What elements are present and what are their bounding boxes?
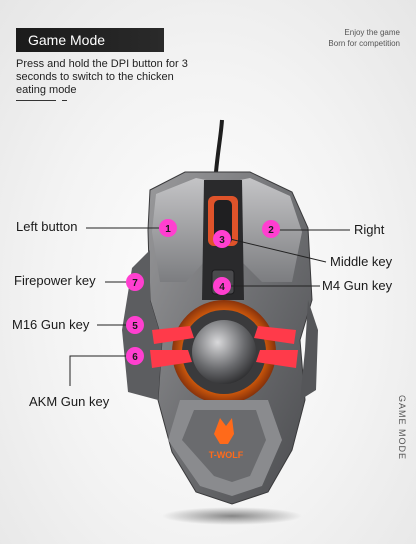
badge-4: 4 (213, 277, 231, 295)
brand-logo-text: T-WOLF (209, 450, 244, 460)
intro-divider-dash (62, 100, 67, 101)
badge-4-number: 4 (219, 282, 225, 293)
mouse-shadow (162, 507, 302, 525)
intro-divider (16, 100, 56, 101)
mouse-right-side-panel (300, 300, 318, 400)
leader-line-6 (69, 355, 127, 386)
badge-1: 1 (159, 219, 177, 237)
label-middle-key: Middle key (330, 254, 393, 269)
label-akm-gun-key: AKM Gun key (29, 394, 110, 409)
badge-6: 6 (126, 347, 144, 365)
leader-line-3 (229, 238, 327, 263)
label-firepower-key: Firepower key (14, 273, 96, 288)
badge-5: 5 (126, 316, 144, 334)
label-right-button: Right (354, 222, 385, 237)
intro-text: Press and hold the DPI button for 3 seco… (16, 58, 188, 96)
badge-7: 7 (126, 273, 144, 291)
badge-3: 3 (213, 230, 231, 248)
badge-5-number: 5 (132, 321, 138, 332)
badge-1-number: 1 (165, 224, 171, 235)
left-button-shell (152, 178, 206, 282)
label-m16-gun-key: M16 Gun key (12, 317, 90, 332)
center-dial (192, 320, 256, 384)
red-accent-right-1 (254, 326, 296, 344)
game-mode-banner: Game Mode (16, 28, 164, 52)
red-accent-left-2 (150, 350, 192, 368)
game-mode-title: Game Mode (28, 32, 106, 48)
red-accent-right-2 (256, 350, 298, 368)
badge-7-number: 7 (132, 278, 138, 289)
tagline-line-2: Born for competition (328, 39, 400, 48)
tagline: Enjoy the game Born for competition (328, 27, 400, 49)
mouse-cable (214, 119, 224, 173)
badge-2: 2 (262, 220, 280, 238)
tagline-line-1: Enjoy the game (344, 28, 400, 37)
red-accent-left-1 (152, 326, 194, 344)
palm-rest-inner (182, 410, 266, 482)
label-m4-gun-key: M4 Gun key (322, 278, 393, 293)
label-left-button: Left button (16, 219, 78, 234)
vertical-mode-label: GAME MODE (397, 394, 407, 460)
badge-2-number: 2 (268, 225, 274, 236)
badge-6-number: 6 (132, 352, 138, 363)
wolf-logo-icon (214, 418, 234, 444)
badge-3-number: 3 (219, 235, 225, 246)
leader-lines (69, 227, 350, 386)
